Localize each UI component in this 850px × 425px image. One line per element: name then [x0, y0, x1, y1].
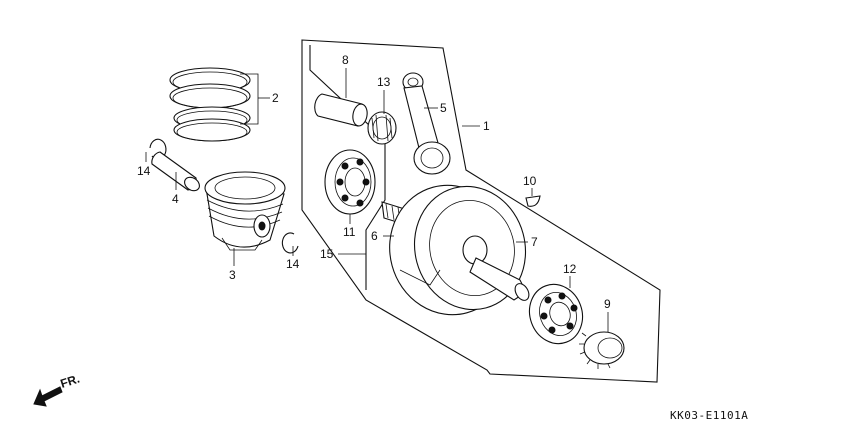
connecting-rod — [402, 72, 451, 175]
needle-bearing — [367, 111, 397, 145]
circlip-right — [281, 232, 299, 254]
callout-13: 13 — [377, 75, 391, 89]
crank-pin — [314, 93, 368, 127]
leader-2 — [240, 73, 259, 125]
callout-12: 12 — [563, 262, 577, 276]
callout-15: 15 — [320, 247, 334, 261]
crankshaft — [381, 184, 530, 316]
callout-6: 6 — [371, 229, 378, 243]
ball-bearing-right — [528, 283, 584, 345]
diagram-code: KK03-E1101A — [670, 409, 748, 422]
callout-8: 8 — [342, 53, 349, 67]
callout-10: 10 — [523, 174, 537, 188]
callout-3: 3 — [229, 268, 236, 282]
callout-1: 1 — [483, 119, 490, 133]
piston-rings — [169, 67, 251, 142]
callout-7: 7 — [531, 235, 538, 249]
woodruff-key — [525, 195, 541, 207]
callout-5: 5 — [440, 101, 447, 115]
piston — [204, 171, 286, 251]
front-arrow-icon — [33, 386, 63, 407]
timing-sprocket — [579, 331, 625, 369]
assembly-inner-boundary — [309, 45, 386, 290]
piston-pin — [151, 151, 200, 192]
callout-14-left: 14 — [137, 164, 151, 178]
direction-label: FR. — [59, 372, 82, 391]
callout-14-right: 14 — [286, 257, 300, 271]
callout-11: 11 — [343, 225, 356, 239]
callout-4: 4 — [172, 192, 179, 206]
callout-2: 2 — [272, 91, 279, 105]
assembly-boundary — [301, 39, 661, 383]
callout-9: 9 — [604, 297, 611, 311]
ball-bearing-left — [324, 149, 376, 215]
